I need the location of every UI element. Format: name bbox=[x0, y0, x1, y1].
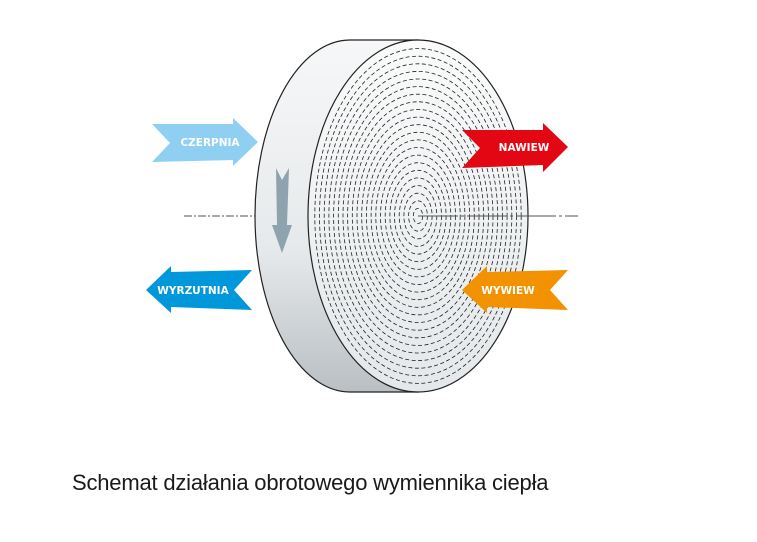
honeycomb-ring bbox=[375, 147, 461, 285]
diagram-caption: Schemat działania obrotowego wymiennika … bbox=[72, 470, 549, 495]
arrow-label-wyrzutnia: WYRZUTNIA bbox=[157, 285, 229, 297]
rotation-arrow-icon bbox=[272, 168, 292, 253]
arrow-nawiew: NAWIEW bbox=[462, 123, 568, 172]
arrow-label-czerpnia: CZERPNIA bbox=[180, 137, 240, 149]
arrow-czerpnia: CZERPNIA bbox=[152, 118, 258, 166]
honeycomb-ring bbox=[328, 70, 508, 362]
arrow-label-nawiew: NAWIEW bbox=[499, 142, 550, 154]
arrow-label-wywiew: WYWIEW bbox=[481, 285, 535, 297]
honeycomb-ring bbox=[370, 139, 466, 293]
arrow-wywiew: WYWIEW bbox=[462, 266, 568, 313]
arrow-wyrzutnia: WYRZUTNIA bbox=[146, 266, 252, 313]
